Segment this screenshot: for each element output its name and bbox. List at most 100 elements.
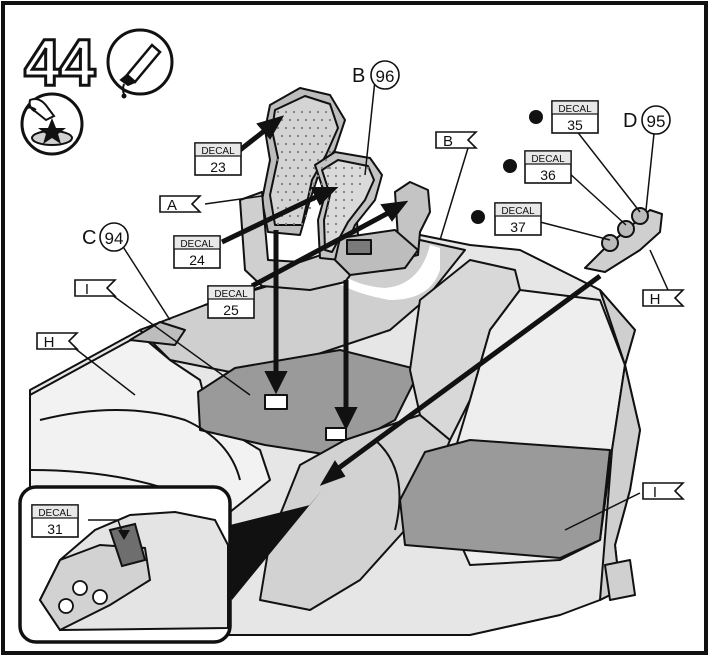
fabric-dot xyxy=(304,134,308,138)
flag-tag: I xyxy=(74,279,117,298)
flag-tag: A xyxy=(159,195,202,214)
placement-arrows xyxy=(220,115,602,486)
fabric-dot xyxy=(308,190,312,194)
decal-number: 25 xyxy=(223,302,239,318)
fabric-dot xyxy=(342,206,346,210)
fabric-dot xyxy=(342,214,346,218)
decal-header: DECAL xyxy=(201,146,235,157)
fabric-dot xyxy=(342,190,346,194)
fabric-dot xyxy=(288,118,292,122)
flag-letter: I xyxy=(85,281,89,298)
decal-number: 31 xyxy=(47,521,63,537)
decal-header: DECAL xyxy=(531,154,565,165)
fabric-dot xyxy=(296,214,300,218)
flag-tag: B xyxy=(435,131,478,150)
fabric-dot xyxy=(334,198,338,202)
fabric-dot xyxy=(326,198,330,202)
fabric-dot xyxy=(276,222,280,226)
seat-part-b96 xyxy=(239,87,431,291)
fabric-dot xyxy=(288,182,292,186)
decal-header: DECAL xyxy=(501,206,535,217)
fabric-dot xyxy=(284,174,288,178)
fabric-dot xyxy=(320,150,324,154)
fabric-dot xyxy=(328,150,332,154)
fabric-dot xyxy=(300,158,304,162)
fabric-dot xyxy=(312,182,316,186)
fabric-dot xyxy=(342,198,346,202)
fabric-dot xyxy=(328,118,332,122)
fabric-dot xyxy=(288,150,292,154)
fabric-dot xyxy=(326,182,330,186)
decal-number: 35 xyxy=(567,117,583,133)
flag-tag: I xyxy=(642,482,685,501)
indicator-dots xyxy=(471,110,543,224)
decal-tag: DECAL 24 xyxy=(173,235,221,269)
decal-tags: DECAL23DECAL24DECAL25DECAL35DECAL36DECAL… xyxy=(173,100,599,319)
fabric-dot xyxy=(308,174,312,178)
fabric-dot xyxy=(326,214,330,218)
flag-letter: I xyxy=(653,484,657,501)
flag-letter: A xyxy=(167,197,177,214)
pressing-hand-icon xyxy=(20,92,84,156)
fabric-dot xyxy=(292,174,296,178)
fabric-dot xyxy=(308,110,312,114)
fabric-dot xyxy=(276,142,280,146)
seat-highlight xyxy=(305,245,440,300)
fabric-dot xyxy=(276,174,280,178)
part-letter: C xyxy=(82,227,96,249)
fabric-dot xyxy=(304,214,308,218)
switch-indicator-icon xyxy=(471,210,485,224)
fabric-dot xyxy=(308,206,312,210)
fabric-dot xyxy=(276,158,280,162)
fabric-dot xyxy=(300,222,304,226)
part-number: 96 xyxy=(376,67,395,86)
switch-indicator-icon xyxy=(529,110,543,124)
fabric-dot xyxy=(358,166,362,170)
fabric-dot xyxy=(312,134,316,138)
decal-header: DECAL xyxy=(180,239,214,250)
glue-tube-icon xyxy=(106,28,174,99)
fabric-dot xyxy=(342,182,346,186)
fabric-dot xyxy=(292,158,296,162)
fabric-dot xyxy=(326,230,330,234)
fabric-dot xyxy=(334,230,338,234)
fabric-dot xyxy=(280,150,284,154)
decal-header: DECAL xyxy=(214,289,248,300)
fabric-dot xyxy=(350,198,354,202)
fabric-dot xyxy=(308,158,312,162)
fabric-dot xyxy=(316,142,320,146)
flag-tag: H xyxy=(642,289,685,308)
fabric-dot xyxy=(296,182,300,186)
fabric-dot xyxy=(320,182,324,186)
fabric-dot xyxy=(312,150,316,154)
fabric-dot xyxy=(296,198,300,202)
fabric-dot xyxy=(300,206,304,210)
fabric-dot xyxy=(284,190,288,194)
fabric-dot xyxy=(308,126,312,130)
decal-number: 24 xyxy=(189,252,205,268)
fabric-dot xyxy=(284,158,288,162)
fabric-dot xyxy=(342,174,346,178)
fabric-dot xyxy=(334,182,338,186)
fabric-dot xyxy=(334,222,338,226)
fabric-dot xyxy=(304,150,308,154)
fabric-dot xyxy=(334,214,338,218)
fabric-dot xyxy=(366,166,370,170)
fabric-dot xyxy=(292,222,296,226)
fabric-dot xyxy=(308,142,312,146)
fabric-dot xyxy=(288,134,292,138)
part-number: 94 xyxy=(105,229,124,248)
fabric-dot xyxy=(300,174,304,178)
fabric-dot xyxy=(280,134,284,138)
fabric-dot xyxy=(358,182,362,186)
fabric-dot xyxy=(324,110,328,114)
step-number: 44 xyxy=(24,25,96,99)
fabric-dot xyxy=(300,126,304,130)
